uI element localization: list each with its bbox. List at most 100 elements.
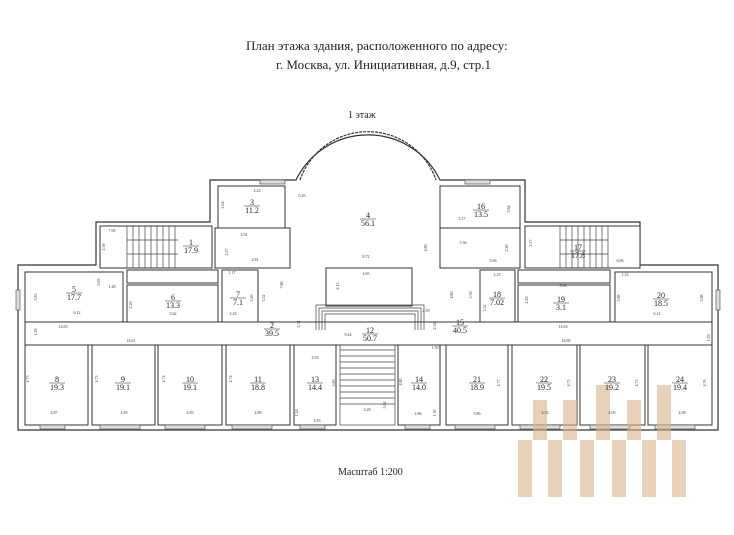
room-18-outline — [479, 269, 516, 323]
window — [259, 179, 286, 185]
dimension-label: 2.86 — [415, 411, 422, 416]
dimension-label: 4.65 — [363, 271, 370, 276]
room-area: 50.7 — [363, 334, 377, 343]
watermark-bar — [657, 385, 671, 440]
room-number: 12 — [366, 326, 374, 335]
dimension-label: 2.83 — [314, 418, 321, 423]
dimension-label: 3.88 — [699, 295, 704, 302]
dimension-label: 4.85 — [187, 410, 194, 415]
room-number: 5 — [72, 285, 76, 294]
dimension-label: 4.87 — [51, 410, 58, 415]
room-6-outline — [126, 284, 219, 323]
room-number: 2 — [270, 321, 274, 330]
room-area: 56.1 — [361, 219, 375, 228]
room-area: 13.5 — [474, 210, 488, 219]
dimension-label: 2.66 — [490, 258, 497, 263]
window — [454, 424, 496, 430]
dimension-label: 5.81 — [560, 283, 567, 288]
room-area: 13.3 — [166, 301, 180, 310]
room-area: 19.4 — [673, 383, 687, 392]
watermark-bar — [563, 400, 577, 440]
window — [464, 179, 491, 185]
room-number: 6 — [171, 293, 175, 302]
dimension-label: 1.29 — [33, 329, 38, 336]
room-14-outline — [397, 344, 441, 426]
room-number: 16 — [477, 202, 485, 211]
dimension-label: 2.26 — [504, 245, 509, 252]
room-number: 20 — [657, 291, 665, 300]
window — [299, 424, 326, 430]
room-area: 18.9 — [470, 383, 484, 392]
entrance-steps — [315, 304, 425, 330]
corridor-wall — [439, 227, 521, 269]
dimension-label: 1.30 — [432, 410, 437, 417]
dimension-label: 1.24 — [294, 410, 299, 417]
dimension-label: 8.72 — [363, 254, 370, 259]
room-number: 8 — [55, 375, 59, 384]
dimension-label: 3.86 — [474, 411, 481, 416]
watermark-bar — [612, 440, 626, 497]
dimension-label: 6.12 — [74, 310, 81, 315]
corridor-wall — [325, 267, 413, 307]
watermark-bar — [533, 400, 547, 440]
dimension-label: 4.74 — [161, 376, 166, 383]
stairs — [126, 226, 609, 426]
dimension-label: 4.89 — [255, 410, 262, 415]
plan-title: План этажа здания, расположенного по адр… — [246, 38, 508, 53]
room-8-outline — [24, 344, 89, 426]
dimension-label: 4.80 — [449, 292, 454, 299]
room-20-outline — [614, 271, 713, 323]
dimension-label: 4.73 — [94, 376, 99, 383]
entrance-steps — [324, 313, 416, 330]
room-area: 11.2 — [245, 206, 259, 215]
room-area: 17.9 — [184, 246, 198, 255]
dimension-label: 4.05 — [609, 410, 616, 415]
dimension-label: 1.28 — [109, 284, 116, 289]
room-area: 17.7 — [67, 293, 81, 302]
dimension-label: 5.17 — [459, 216, 466, 221]
room-3-outline — [217, 185, 286, 229]
watermark-bar — [672, 440, 686, 497]
dimension-label: 4.33 — [542, 410, 549, 415]
dimension-label: 2.93 — [312, 355, 319, 360]
dimension-label: 16.69 — [562, 338, 571, 343]
window — [654, 424, 696, 430]
dimension-label: 3.28 — [364, 407, 371, 412]
entrance-steps — [318, 307, 422, 330]
room-area: 40.5 — [453, 326, 467, 335]
dimension-label: 2.56 — [101, 244, 106, 251]
room-11-outline — [225, 344, 291, 426]
dimension-label: 3.52 — [482, 305, 487, 312]
dimension-label: 3.64 — [506, 206, 511, 213]
dimension-label: 4.08 — [679, 410, 686, 415]
room-number: 10 — [186, 375, 194, 384]
room-area: 19.1 — [116, 383, 130, 392]
dimension-label: 2.26 — [524, 297, 529, 304]
room-number: 19 — [557, 295, 565, 304]
dimension-label: 5.39 — [468, 292, 473, 299]
corridor-wall — [517, 269, 611, 284]
dimension-label: 2.54 — [432, 323, 437, 330]
dimension-label: 4.85 — [121, 410, 128, 415]
dimension-label: 16.61 — [127, 338, 136, 343]
room-13-outline — [293, 344, 337, 426]
dimension-label: 1.50 — [432, 345, 439, 350]
dimension-label: 0.63 — [96, 279, 101, 286]
room-number: 24 — [676, 375, 684, 384]
room-number: 1 — [189, 238, 193, 247]
dimension-label: 5.84 — [382, 402, 387, 409]
floor-label: 1 этаж — [348, 110, 376, 121]
room-area: 18.8 — [251, 383, 265, 392]
watermark-logo — [518, 385, 686, 497]
dimension-label: 4.80 — [423, 245, 428, 252]
corridor-wall — [126, 269, 219, 284]
dimension-label: 6.12 — [654, 311, 661, 316]
room-7-outline — [221, 269, 259, 323]
room-number: 4 — [366, 211, 370, 220]
room-number: 22 — [540, 375, 548, 384]
window — [99, 424, 141, 430]
dimension-label: 0.45 — [299, 193, 306, 198]
window — [39, 424, 66, 430]
room-area: 14.4 — [308, 383, 322, 392]
